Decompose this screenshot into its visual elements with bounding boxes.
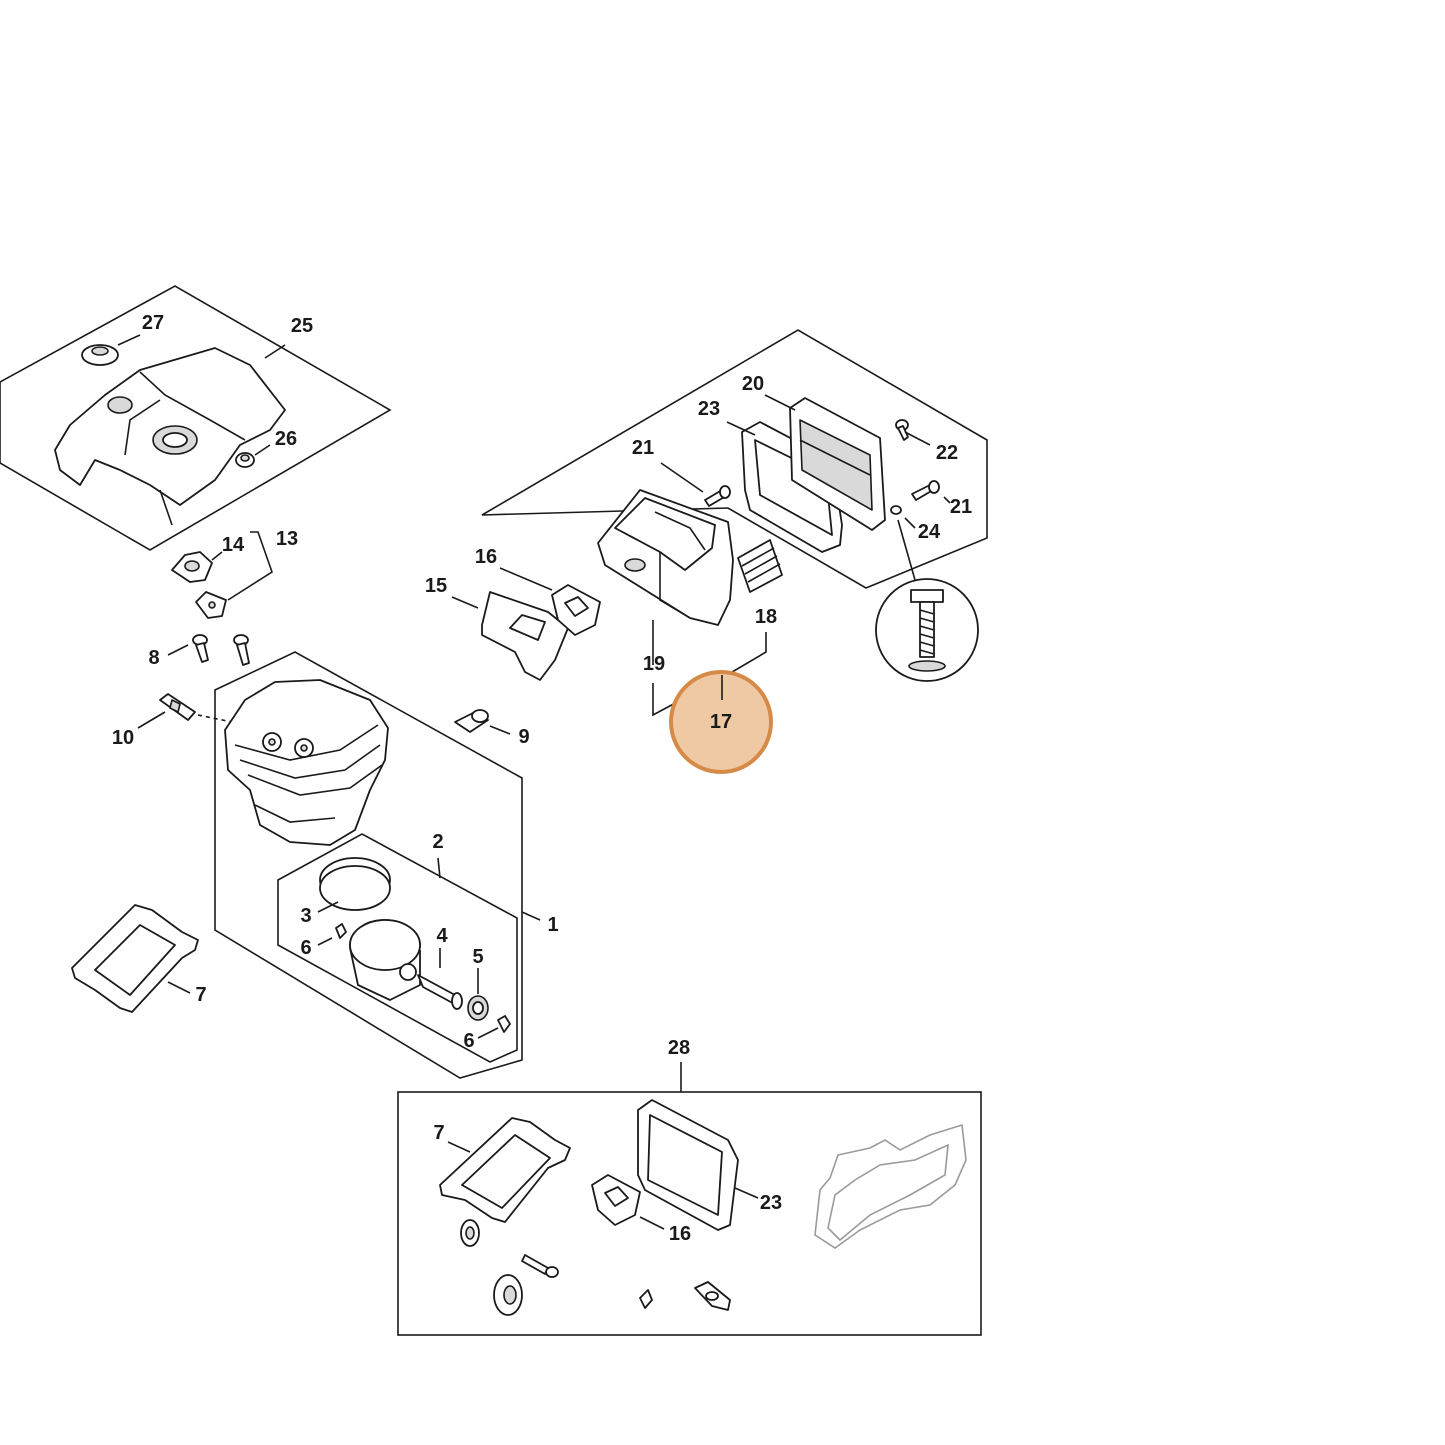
piston[interactable] [349,919,421,1001]
label-7b: 7 [433,1122,444,1144]
label-20: 20 [742,373,764,395]
nut-26[interactable] [235,452,255,468]
grommet-14[interactable] [171,551,213,583]
screw-21a[interactable] [704,485,731,507]
cylinder-group [214,651,541,1079]
screw-8b[interactable] [233,634,250,666]
label-28: 28 [668,1037,690,1059]
label-25: 25 [291,315,313,337]
label-26: 26 [275,428,297,450]
label-6a: 6 [300,937,311,959]
label-14: 14 [222,534,245,556]
muffler-group [481,329,988,717]
gasket-set-28 [397,1062,982,1336]
label-19: 19 [643,653,665,675]
screw-21b[interactable] [911,480,940,501]
plate-13[interactable] [195,591,227,619]
label-16a: 16 [475,546,497,568]
gasket-7-set[interactable] [439,1117,571,1223]
screw-detail-zoom [875,578,979,682]
label-17: 17 [710,711,732,733]
label-5: 5 [472,946,483,968]
label-9: 9 [518,726,529,748]
label-8: 8 [148,647,159,669]
gasket-7[interactable] [71,904,199,1013]
decomp-valve-9[interactable] [454,709,511,735]
label-13: 13 [276,528,298,550]
cylinder-1[interactable] [224,679,389,846]
label-22: 22 [936,442,958,464]
label-24: 24 [918,521,941,543]
shroud-group [0,285,392,551]
label-3: 3 [300,905,311,927]
piston-ring-3[interactable] [319,857,391,911]
intake-group [451,567,601,681]
label-21a: 21 [632,437,654,459]
highlight-17[interactable] [669,670,773,774]
muffler-19[interactable] [597,489,734,626]
cover-20[interactable] [789,397,886,531]
circlip-6a[interactable] [335,923,347,939]
needle-cage-5[interactable] [467,995,489,1021]
washer-24[interactable] [890,505,902,515]
screen-18[interactable] [737,539,783,593]
gasket-16[interactable] [499,567,601,636]
cap-27[interactable] [81,344,119,366]
piston-pin-4[interactable] [417,974,463,1010]
label-1: 1 [547,914,558,936]
label-23b: 23 [760,1192,782,1214]
spark-plug-10[interactable] [137,693,233,729]
seal-small[interactable] [460,1219,480,1247]
seal-large[interactable] [493,1274,523,1316]
clip-small[interactable] [639,1289,653,1309]
label-2: 2 [432,831,443,853]
flange-15[interactable] [451,591,569,681]
bolt-22[interactable] [895,419,909,441]
gasket-16-set[interactable] [591,1174,665,1230]
screw-set[interactable] [521,1254,559,1278]
label-6b: 6 [463,1030,474,1052]
label-21b: 21 [950,496,972,518]
label-23a: 23 [698,398,720,420]
label-27: 27 [142,312,164,334]
crankcase-gasket[interactable] [814,1123,967,1249]
label-4: 4 [436,925,448,947]
circlip-6b[interactable] [497,1015,511,1033]
label-15: 15 [425,575,447,597]
gasket-small[interactable] [694,1281,731,1311]
bracket-group [171,531,273,619]
label-18: 18 [755,606,777,628]
label-10: 10 [112,727,134,749]
screw-8[interactable] [167,634,209,663]
gasket-23-set[interactable] [637,1099,759,1231]
label-16b: 16 [669,1223,691,1245]
label-7a: 7 [195,984,206,1006]
part-labels: 27 25 26 14 13 8 10 9 2 3 1 4 6 5 7 6 15… [112,312,972,1245]
